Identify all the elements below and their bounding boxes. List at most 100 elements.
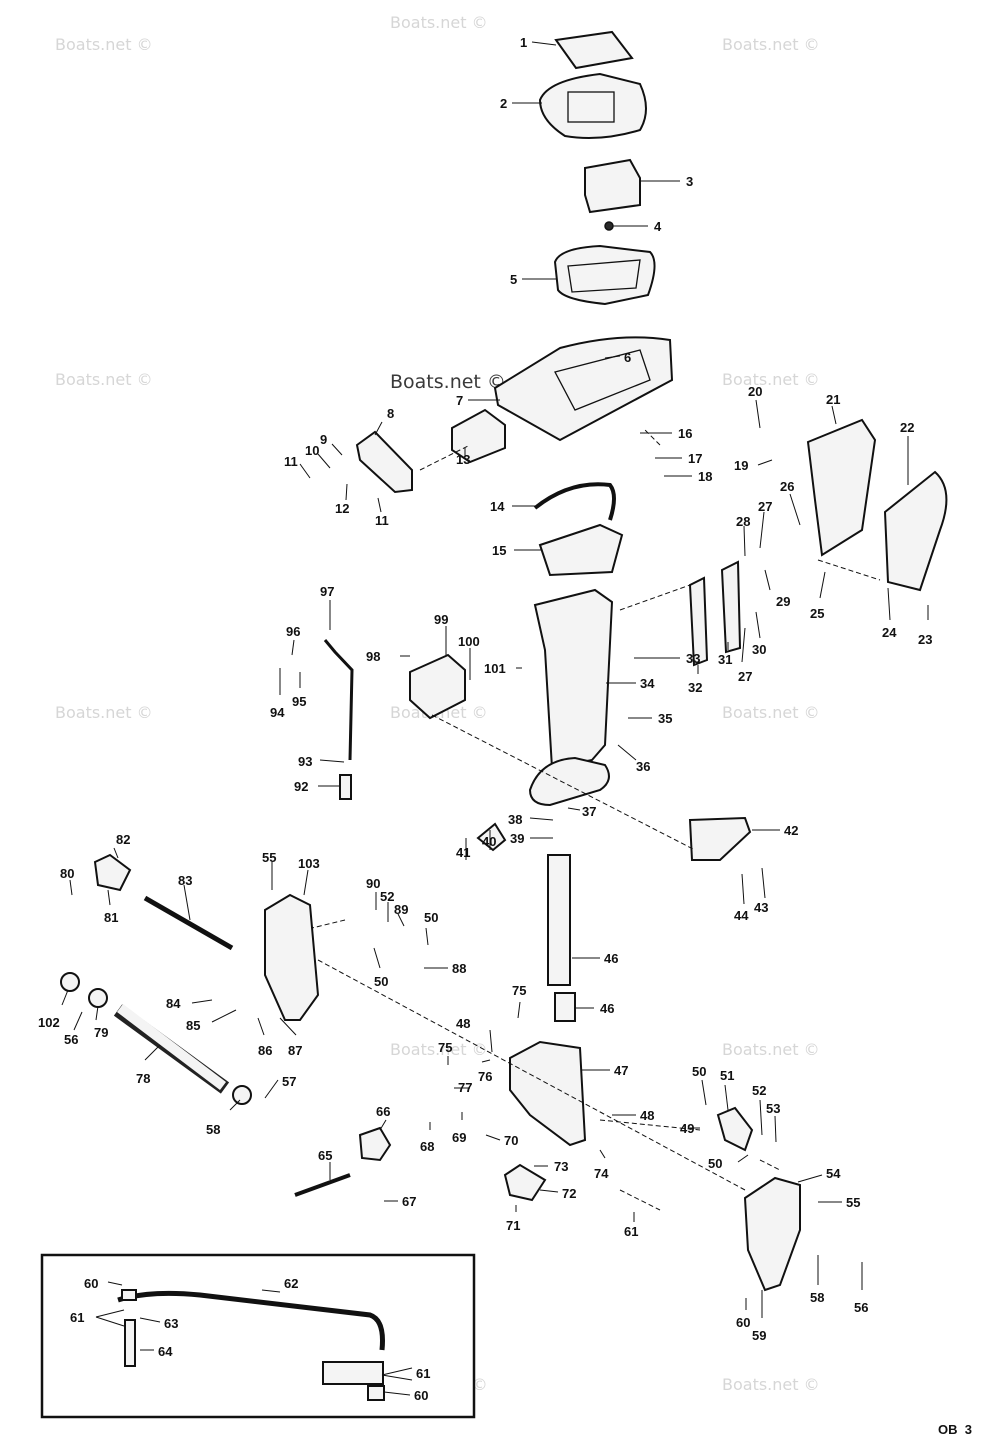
callout-42: 42 <box>784 823 798 838</box>
callout-53: 53 <box>766 1101 780 1116</box>
callout-50b: 50 <box>708 1156 722 1171</box>
callout-91: 89 <box>394 902 408 917</box>
callout-52a: 52 <box>752 1083 766 1098</box>
part-54-clamp-bracket <box>743 1176 801 1292</box>
part-46-shaft <box>547 854 571 986</box>
part-51-plate <box>716 1106 754 1152</box>
callout-102: 100 <box>458 634 480 649</box>
callout-14: 14 <box>490 499 505 514</box>
callout-52b: 52 <box>380 889 394 904</box>
callout-49: 49 <box>680 1121 694 1136</box>
callout-60: 60 <box>736 1315 750 1330</box>
inset-detail <box>40 1253 476 1419</box>
part-62-nut-lower <box>367 1385 385 1401</box>
callout-104: 102 <box>38 1015 60 1030</box>
part-93-clamp-bracket <box>264 893 320 1021</box>
callout-43: 43 <box>754 900 768 915</box>
callouts: 1 2 3 4 5 6 7 8 9 10 11 12 11 13 14 15 1… <box>38 35 932 1403</box>
callout-98: 96 <box>286 624 300 639</box>
callout-58a: 58 <box>206 1122 220 1137</box>
callout-92: 90 <box>366 876 380 891</box>
watermark-9: Boats.net © <box>390 1040 488 1059</box>
callout-55a: 55 <box>262 850 276 865</box>
callout-100: 98 <box>366 649 380 664</box>
watermark-8: Boats.net © <box>722 703 820 722</box>
inset-border <box>40 1253 476 1419</box>
part-94-pin <box>339 774 352 800</box>
callout-103: 101 <box>484 661 506 676</box>
part-7-adapter-plate <box>493 336 674 442</box>
callout-27b: 27 <box>738 669 752 684</box>
callout-65: 63 <box>164 1316 178 1331</box>
part-101-clamp <box>409 653 466 720</box>
callout-71: 69 <box>452 1130 466 1145</box>
callout-27a: 27 <box>758 499 772 514</box>
callout-81: 79 <box>94 1025 108 1040</box>
callout-38: 38 <box>508 812 522 827</box>
callout-51: 51 <box>720 1068 734 1083</box>
callout-80: 78 <box>136 1071 150 1086</box>
callout-31: 31 <box>718 652 732 667</box>
callout-57: 57 <box>282 1074 296 1089</box>
callout-1: 1 <box>520 35 527 50</box>
callout-22: 22 <box>900 420 914 435</box>
callout-36: 36 <box>636 759 650 774</box>
callout-82: 80 <box>60 866 74 881</box>
callout-54: 54 <box>826 1166 841 1181</box>
callout-89: 87 <box>288 1043 302 1058</box>
callout-62a: 60 <box>84 1276 98 1291</box>
callout-76: 74 <box>594 1166 609 1181</box>
part-62-nut <box>121 1289 137 1301</box>
callout-73: 71 <box>506 1218 520 1233</box>
callout-62b: 60 <box>414 1388 428 1403</box>
part-40-cap <box>476 822 507 852</box>
callout-78: 76 <box>478 1069 492 1084</box>
callout-18: 18 <box>698 469 712 484</box>
watermark-5: Boats.net © <box>722 370 820 389</box>
callout-11b: 11 <box>375 513 389 528</box>
part-4-screw <box>604 221 614 231</box>
callout-55b: 55 <box>846 1195 860 1210</box>
part-104-nut <box>60 972 80 992</box>
callout-2: 2 <box>500 96 507 111</box>
callout-50c: 50 <box>424 910 438 925</box>
part-1-plate <box>554 30 634 70</box>
callout-15: 15 <box>492 543 506 558</box>
callout-88: 86 <box>258 1043 272 1058</box>
watermark-2: Boats.net © <box>390 13 488 32</box>
callout-75: 73 <box>554 1159 568 1174</box>
callout-30: 30 <box>752 642 766 657</box>
callout-6: 6 <box>624 350 631 365</box>
part-15-gasket <box>538 523 624 577</box>
part-74-bracket <box>503 1163 547 1202</box>
callout-99: 97 <box>320 584 334 599</box>
part-31-bracket <box>720 560 742 654</box>
callout-97: 95 <box>292 694 306 709</box>
callout-84: 82 <box>116 832 130 847</box>
callout-3: 3 <box>686 174 693 189</box>
callout-63b: 61 <box>416 1366 430 1381</box>
callout-74: 72 <box>562 1186 576 1201</box>
callout-48a: 48 <box>456 1016 470 1031</box>
callout-21: 21 <box>826 392 840 407</box>
part-67-handle <box>294 1173 351 1197</box>
watermark-1: Boats.net © <box>55 35 153 54</box>
callout-94: 92 <box>294 779 308 794</box>
callout-44: 44 <box>734 908 749 923</box>
part-61-pin <box>619 1189 661 1211</box>
callout-48b: 48 <box>640 1108 654 1123</box>
callout-19: 19 <box>734 458 748 473</box>
callout-96: 94 <box>270 705 285 720</box>
part-34-base <box>528 756 610 807</box>
callout-72: 70 <box>504 1133 518 1148</box>
callout-58b: 58 <box>810 1290 824 1305</box>
part-32-plate <box>688 576 709 667</box>
part-5-inner <box>567 259 641 293</box>
callout-66: 64 <box>158 1344 173 1359</box>
part-63-sleeve <box>322 1361 384 1385</box>
part-3-housing <box>584 158 641 214</box>
callout-26: 26 <box>780 479 794 494</box>
callout-12: 12 <box>335 501 349 516</box>
callout-79: 77 <box>458 1080 472 1095</box>
callout-77a: 75 <box>512 983 526 998</box>
